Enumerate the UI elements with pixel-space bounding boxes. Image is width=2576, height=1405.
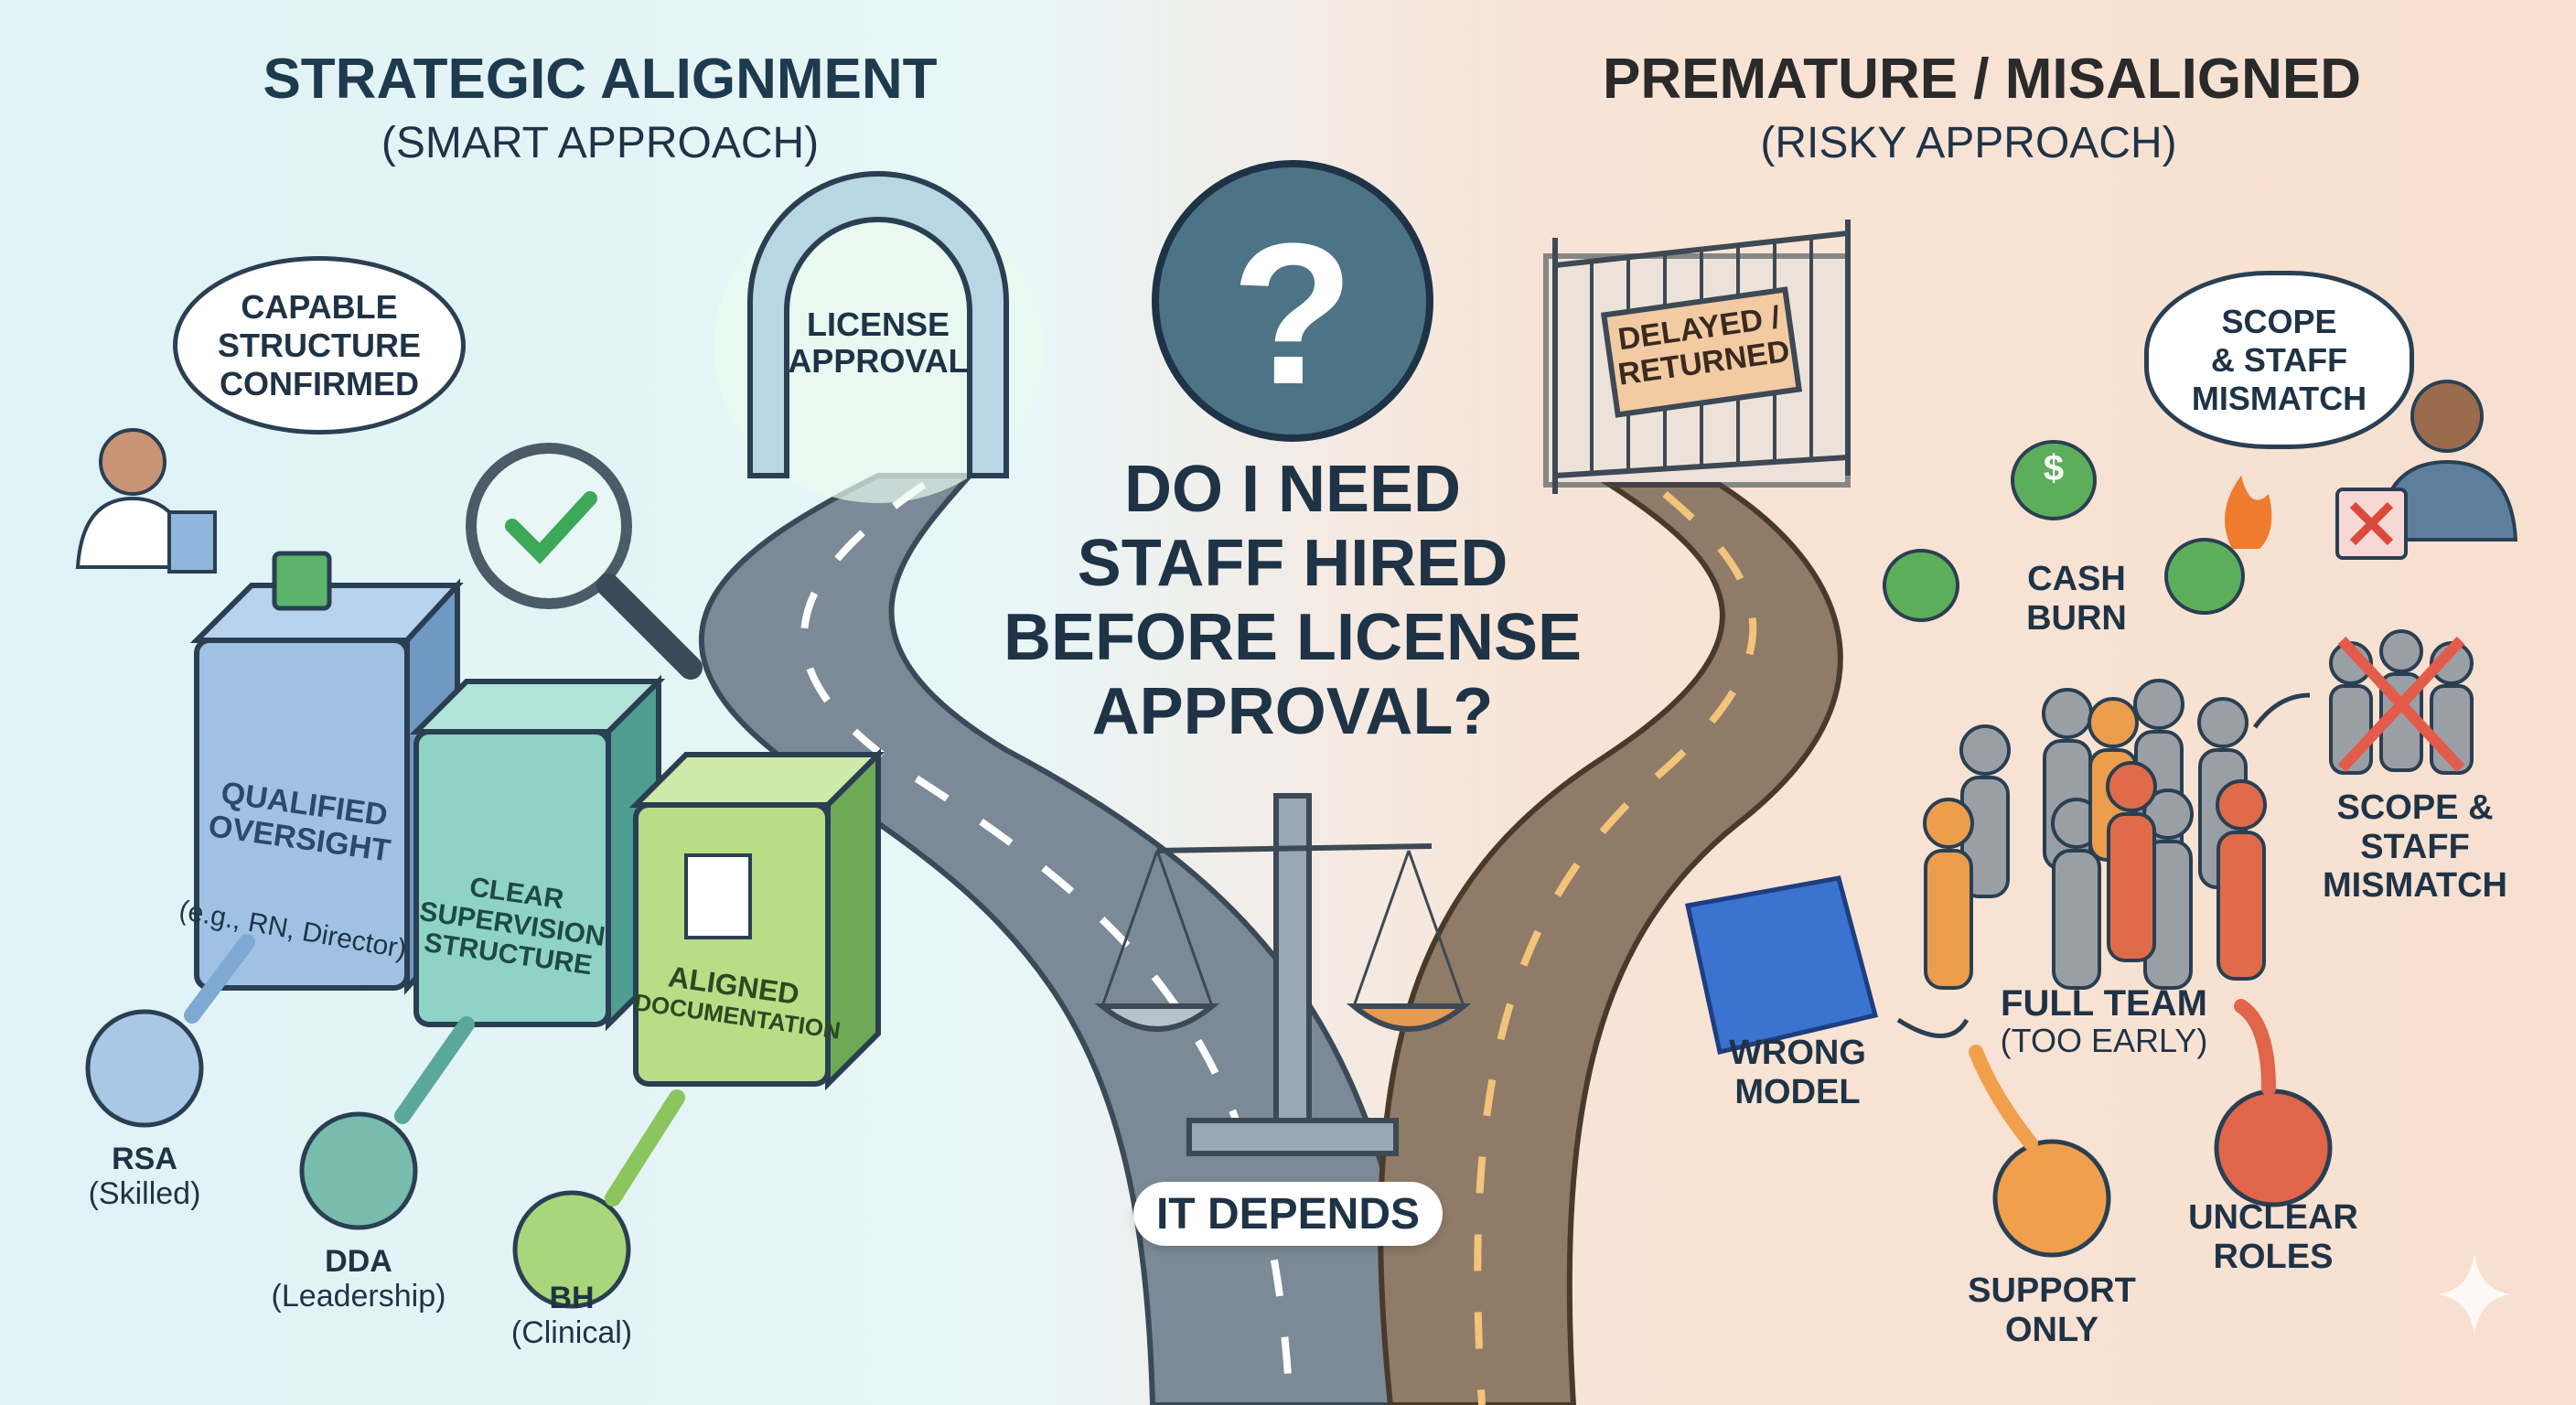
role-name: RSA (112, 1142, 177, 1176)
dda-arrow-icon (394, 1016, 475, 1124)
aligned-documentation-block (628, 747, 886, 1091)
label-line: MODEL (1734, 1072, 1861, 1111)
closed-gate-icon (1543, 220, 1851, 494)
role-dda: DDA(Leadership) (267, 1244, 450, 1314)
unclear-arrow-icon (2234, 999, 2276, 1096)
label-line: CASH (2027, 560, 2126, 598)
label-line: ONLY (2004, 1310, 2099, 1349)
question-line: DO I NEED (1123, 453, 1462, 526)
label-line: SCOPE & (2336, 788, 2494, 827)
main-question: DO I NEED STAFF HIRED BEFORE LICENSE APP… (927, 453, 1658, 749)
bubble-line: MISMATCH (2191, 379, 2367, 417)
right-road (1378, 482, 1843, 1405)
label-line: MISMATCH (2323, 866, 2507, 906)
label-line: WRONG (1729, 1034, 1866, 1072)
question-circle-icon (1152, 160, 1433, 442)
label-line: LICENSE (806, 306, 950, 343)
mismatch-arrow-icon (2252, 692, 2311, 729)
label-line: SUPPORT (1968, 1271, 2136, 1310)
crossed-out-staff-icon (2329, 629, 2474, 775)
bubble-line: & STAFF (2210, 340, 2348, 379)
role-desc: (Clinical) (510, 1315, 633, 1351)
role-desc: (Skilled) (88, 1176, 201, 1212)
question-line: BEFORE LICENSE (1003, 601, 1583, 674)
bubble-line: STRUCTURE (218, 326, 421, 364)
full-team-note: (TOO EARLY) (2000, 1022, 2208, 1059)
frustrated-person-icon (2335, 380, 2518, 560)
question-mark: ? (1230, 201, 1355, 426)
sparkle-icon (2438, 1253, 2511, 1335)
full-team-label: FULL TEAM (2001, 983, 2207, 1024)
bh-arrow-icon (605, 1089, 685, 1207)
role-name: BH (549, 1281, 595, 1315)
flying-money-bag-icon (1883, 440, 2245, 622)
rsa-avatar (85, 1009, 204, 1128)
right-title: PREMATURE / MISALIGNED (1603, 48, 2361, 111)
dollar-sign: $ (2043, 448, 2065, 488)
question-line: STAFF HIRED (1077, 527, 1508, 600)
supervision-structure-block (409, 674, 666, 1032)
license-arch-icon (714, 171, 1043, 503)
left-road (698, 473, 1431, 1405)
wrong-model-arrow-icon (1896, 1017, 1970, 1038)
role-rsa: RSA(Skilled) (53, 1142, 236, 1211)
role-desc: (Leadership) (271, 1279, 446, 1314)
bubble-line: CAPABLE (241, 287, 398, 326)
full-team-crowd-icon (1923, 679, 2267, 990)
label-line: UNCLEAR (2188, 1198, 2358, 1237)
question-line: APPROVAL? (1091, 675, 1494, 748)
left-title: STRATEGIC ALIGNMENT (263, 48, 938, 111)
dda-avatar (299, 1111, 418, 1230)
label-line: ROLES (2213, 1237, 2334, 1276)
balance-scale-icon (1094, 793, 1472, 1156)
blueprint-icon (1685, 875, 1879, 1056)
support-arrow-icon (1969, 1045, 2038, 1151)
unclear-roles-icon (2214, 1089, 2333, 1207)
rsa-arrow-icon (184, 934, 255, 1024)
label-line: STAFF (2360, 827, 2470, 866)
magnifier-check-icon (466, 443, 703, 680)
bubble-line: SCOPE (2221, 302, 2337, 340)
label-line: BURN (2026, 598, 2127, 638)
label-line: APPROVAL (788, 342, 969, 381)
right-subtitle: (RISKY APPROACH) (1760, 119, 2177, 167)
role-bh: BH(Clinical) (480, 1281, 663, 1350)
it-depends-badge: IT DEPENDS (1133, 1182, 1443, 1246)
bh-avatar (512, 1190, 631, 1309)
support-only-icon (1992, 1139, 2111, 1258)
bubble-line: CONFIRMED (220, 364, 419, 402)
fire-icon (2225, 476, 2272, 549)
role-name: DDA (325, 1244, 392, 1279)
left-subtitle: (SMART APPROACH) (381, 119, 820, 167)
doctor-thinking-icon (75, 428, 217, 574)
